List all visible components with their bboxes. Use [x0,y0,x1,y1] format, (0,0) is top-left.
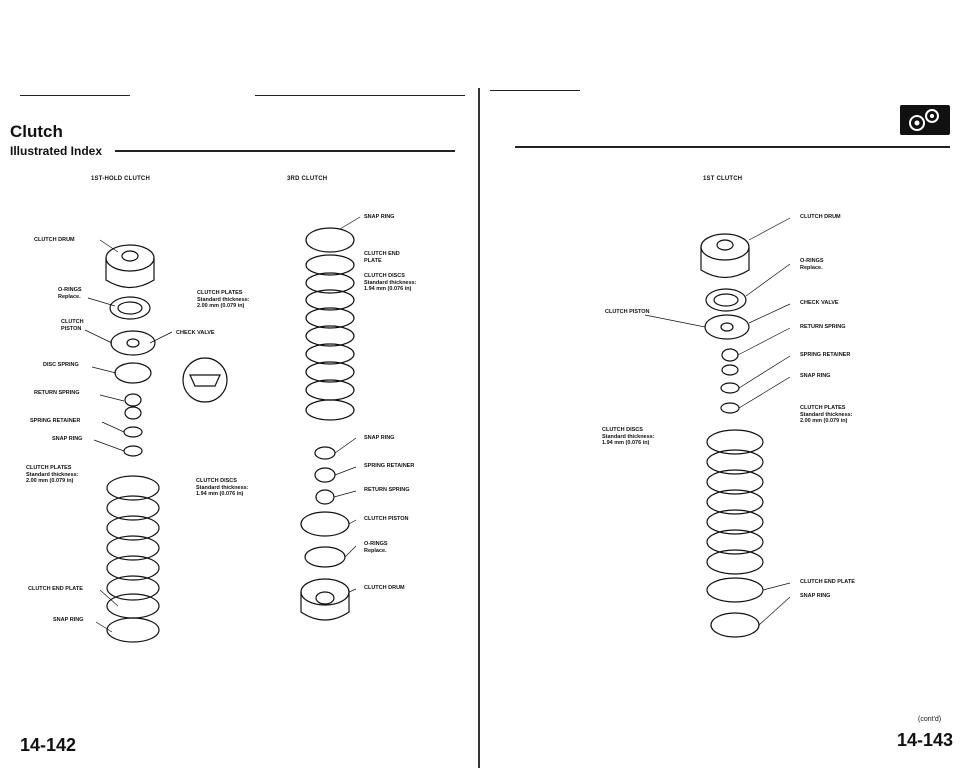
section-3rd-clutch: 3RD CLUTCH [287,176,328,182]
third-label-o-rings: O-RINGS Replace. [364,541,388,554]
check-valve-detail [182,357,228,403]
third-label-snap-ring: SNAP RING [364,435,395,441]
hold-plates-stack [106,475,160,643]
hold-label-spring-retainer: SPRING RETAINER [30,418,81,424]
first-label-spring-retainer: SPRING RETAINER [800,352,851,358]
hold-label-clutch-plates: CLUTCH PLATES Standard thickness: 2.00 m… [26,465,79,484]
hold-label-return-spring: RETURN SPRING [34,390,80,396]
third-label-return-spring: RETURN SPRING [364,487,410,493]
third-label-spring-retainer: SPRING RETAINER [364,463,415,469]
hold-snap-ring [123,445,143,457]
hold-return-spring [124,393,142,407]
hold-clutch-drum [105,244,155,289]
hold-disc-spring [114,362,152,384]
third-return-spring [315,489,335,505]
hold-label-snap-ring-2: SNAP RING [53,617,84,623]
page-subtitle: Illustrated Index [10,144,103,158]
right-header-rule [515,146,950,148]
right-top-rule [490,90,580,91]
third-clutch-drum [300,578,350,621]
third-label-clutch-end-plate: CLUTCH END PLATE [364,251,400,264]
first-snap-ring [720,402,740,414]
first-label-clutch-plates: CLUTCH PLATES Standard thickness: 2.00 m… [800,405,853,424]
hold-o-ring [109,296,151,320]
hold-label-disc-spring: DISC SPRING [43,362,79,368]
third-o-ring [304,546,346,568]
page-number-right: 14-143 [897,730,954,750]
hold-retainer [123,426,143,438]
hold-label-clutch-piston: CLUTCH PISTON [61,319,84,332]
hold-label-clutch-end-plate: CLUTCH END PLATE [28,586,83,592]
first-snap-ring-2 [710,612,760,638]
third-piston [300,511,350,537]
third-label-clutch-drum: CLUTCH DRUM [364,585,405,591]
hold-label-clutch-drum: CLUTCH DRUM [34,237,75,243]
first-label-snap-ring: SNAP RING [800,373,831,379]
hold-label-o-rings: O-RINGS Replace. [58,287,82,300]
first-label-clutch-discs: CLUTCH DISCS Standard thickness: 1.94 mm… [602,427,655,446]
hold-label-clutch-discs: CLUTCH DISCS Standard thickness: 1.94 mm… [196,478,249,497]
gear-icon [900,105,950,135]
page-number-left: 14-142 [20,735,77,755]
subtitle-rule [115,150,455,152]
first-label-check-valve: CHECK VALVE [800,300,839,306]
first-piston [704,314,750,340]
first-label-clutch-piston: CLUTCH PISTON [605,309,650,315]
first-return-spring [721,348,739,362]
continued-note: (cont'd) [918,716,942,723]
third-plates-stack [305,227,355,421]
page-spine [478,88,480,768]
third-retainer [314,467,336,483]
first-label-clutch-end-plate: CLUTCH END PLATE [800,579,855,585]
first-clutch-drum [700,233,750,279]
first-label-o-rings: O-RINGS Replace. [800,258,824,271]
hold-label-clutch-plates-mid: CLUTCH PLATES Standard thickness: 2.00 m… [197,290,250,309]
first-o-ring [705,288,747,312]
hold-label-snap-ring: SNAP RING [52,436,83,442]
hold-label-check-valve: CHECK VALVE [176,330,215,336]
first-label-clutch-drum: CLUTCH DRUM [800,214,841,220]
first-label-snap-ring-2: SNAP RING [800,593,831,599]
top-rule-mid [255,95,465,96]
first-retainer [720,382,740,394]
third-label-clutch-piston: CLUTCH PISTON [364,516,409,522]
first-plates-stack [706,429,764,603]
third-label-clutch-discs: CLUTCH DISCS Standard thickness: 1.94 mm… [364,273,417,292]
page-title: Clutch [10,122,63,141]
section-1st-clutch: 1ST CLUTCH [703,176,743,182]
section-1st-hold-clutch: 1ST-HOLD CLUTCH [91,176,150,182]
first-label-return-spring: RETURN SPRING [800,324,846,330]
top-rule-left [20,95,130,96]
third-snap-ring [314,446,336,460]
hold-piston [110,330,156,356]
third-label-snap-ring-top: SNAP RING [364,214,395,220]
